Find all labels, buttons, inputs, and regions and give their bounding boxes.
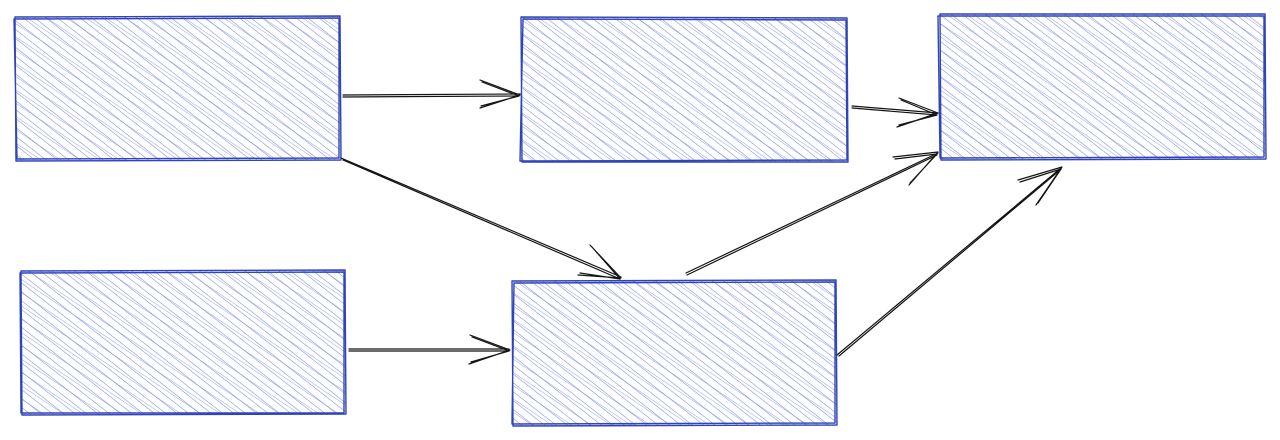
node-top-middle <box>519 16 849 163</box>
edge-bottom-middle-to-top-right-a <box>685 151 939 276</box>
node-bottom-left <box>19 269 347 416</box>
node-top-right <box>937 13 1267 161</box>
edge-top-left-to-bottom-middle <box>340 157 622 280</box>
edge-top-left-to-top-middle <box>342 79 521 109</box>
edge-bottom-left-to-bottom-middle <box>348 334 511 365</box>
edge-top-middle-to-top-right <box>851 97 939 128</box>
node-bottom-middle <box>511 279 838 427</box>
edge-bottom-middle-to-top-right-b <box>836 166 1063 357</box>
node-top-left <box>13 15 342 162</box>
